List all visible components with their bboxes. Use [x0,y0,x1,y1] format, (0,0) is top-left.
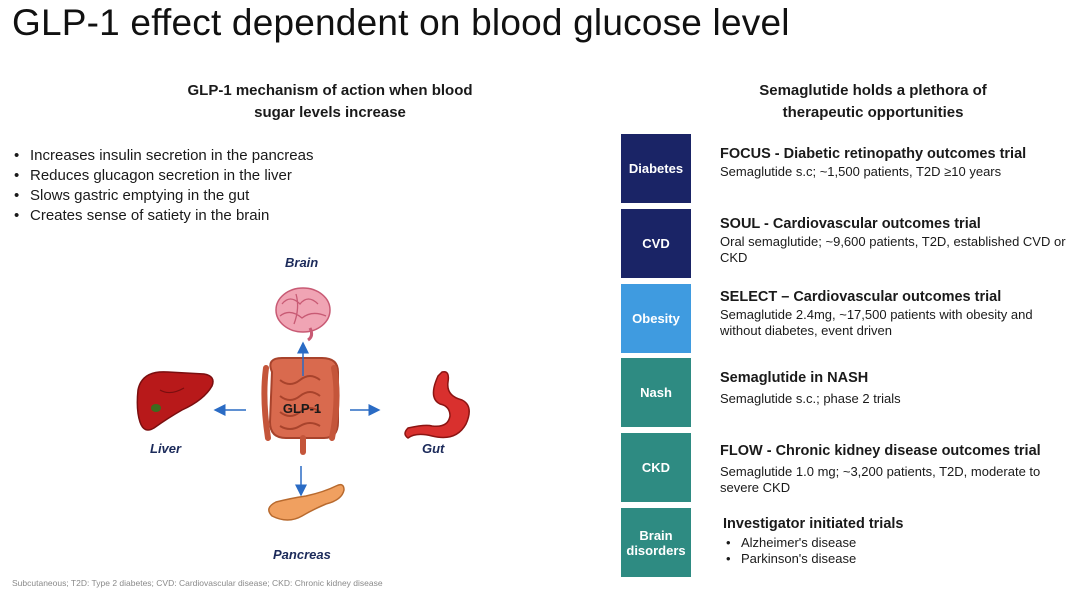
trial-title: FOCUS - Diabetic retinopathy outcomes tr… [720,146,1027,162]
category-box-obesity: Obesity [621,284,691,353]
right-heading: Semaglutide holds a plethora of therapeu… [718,80,1028,124]
right-heading-line2: therapeutic opportunities [782,104,964,121]
category-box-brain-disorders: Brain disorders [621,508,691,577]
bullet-item: Increases insulin secretion in the pancr… [12,146,314,166]
page-title: GLP-1 effect dependent on blood glucose … [12,2,790,43]
trial-entry: FLOW - Chronic kidney disease outcomes t… [720,443,1075,496]
trial-description: Semaglutide 1.0 mg; ~3,200 patients, T2D… [720,464,1041,495]
left-heading-line1: GLP-1 mechanism of action when blood [187,82,473,99]
trial-title: Investigator initiated trials [723,516,904,532]
trial-entry: Investigator initiated trials Alzheimer'… [723,516,1078,567]
right-heading-line1: Semaglutide holds a plethora of [759,82,987,99]
left-heading-line2: sugar levels increase [254,104,406,121]
gut-label: Gut [422,441,445,456]
glp1-center-label: GLP-1 [283,401,321,416]
brain-label: Brain [285,255,319,270]
trial-description: Oral semaglutide; ~9,600 patients, T2D, … [720,234,1066,265]
liver-label: Liver [150,441,182,456]
trial-description: Semaglutide s.c; ~1,500 patients, T2D ≥1… [720,164,1002,179]
pancreas-label: Pancreas [273,547,331,562]
bullet-item: Slows gastric emptying in the gut [12,186,314,206]
brain-icon [275,287,331,342]
left-heading: GLP-1 mechanism of action when blood sug… [140,80,520,124]
category-box-cvd: CVD [621,209,691,278]
pancreas-icon [268,483,345,521]
intestines-icon [261,357,340,455]
trial-title: SELECT – Cardiovascular outcomes trial [720,289,1002,305]
trial-description: Semaglutide 2.4mg, ~17,500 patients with… [720,307,1033,338]
trial-entry: FOCUS - Diabetic retinopathy outcomes tr… [720,146,1040,180]
category-box-ckd: CKD [621,433,691,502]
liver-icon [136,371,214,431]
mechanism-bullet-list: Increases insulin secretion in the pancr… [12,146,314,226]
category-box-nash: Nash [621,358,691,427]
footnote: Subcutaneous; T2D: Type 2 diabetes; CVD:… [12,578,383,588]
glp1-organ-diagram: GLP-1 [136,287,470,521]
trial-entry: Semaglutide in NASH Semaglutide s.c.; ph… [720,370,1075,407]
bullet-item: Creates sense of satiety in the brain [12,206,314,226]
trial-entry: SELECT – Cardiovascular outcomes trial S… [720,289,1040,339]
trial-title: Semaglutide in NASH [720,370,869,386]
trial-entry: SOUL - Cardiovascular outcomes trial Ora… [720,216,1075,266]
trial-title: SOUL - Cardiovascular outcomes trial [720,216,981,232]
list-item: Parkinson's disease [723,551,1078,567]
trial-sub-list: Alzheimer's disease Parkinson's disease [723,535,1078,567]
trial-description: Semaglutide s.c.; phase 2 trials [720,391,901,406]
category-box-diabetes: Diabetes [621,134,691,203]
list-item: Alzheimer's disease [723,535,1078,551]
trial-title: FLOW - Chronic kidney disease outcomes t… [720,443,1041,459]
bullet-item: Reduces glucagon secretion in the liver [12,166,314,186]
stomach-icon [404,370,470,439]
